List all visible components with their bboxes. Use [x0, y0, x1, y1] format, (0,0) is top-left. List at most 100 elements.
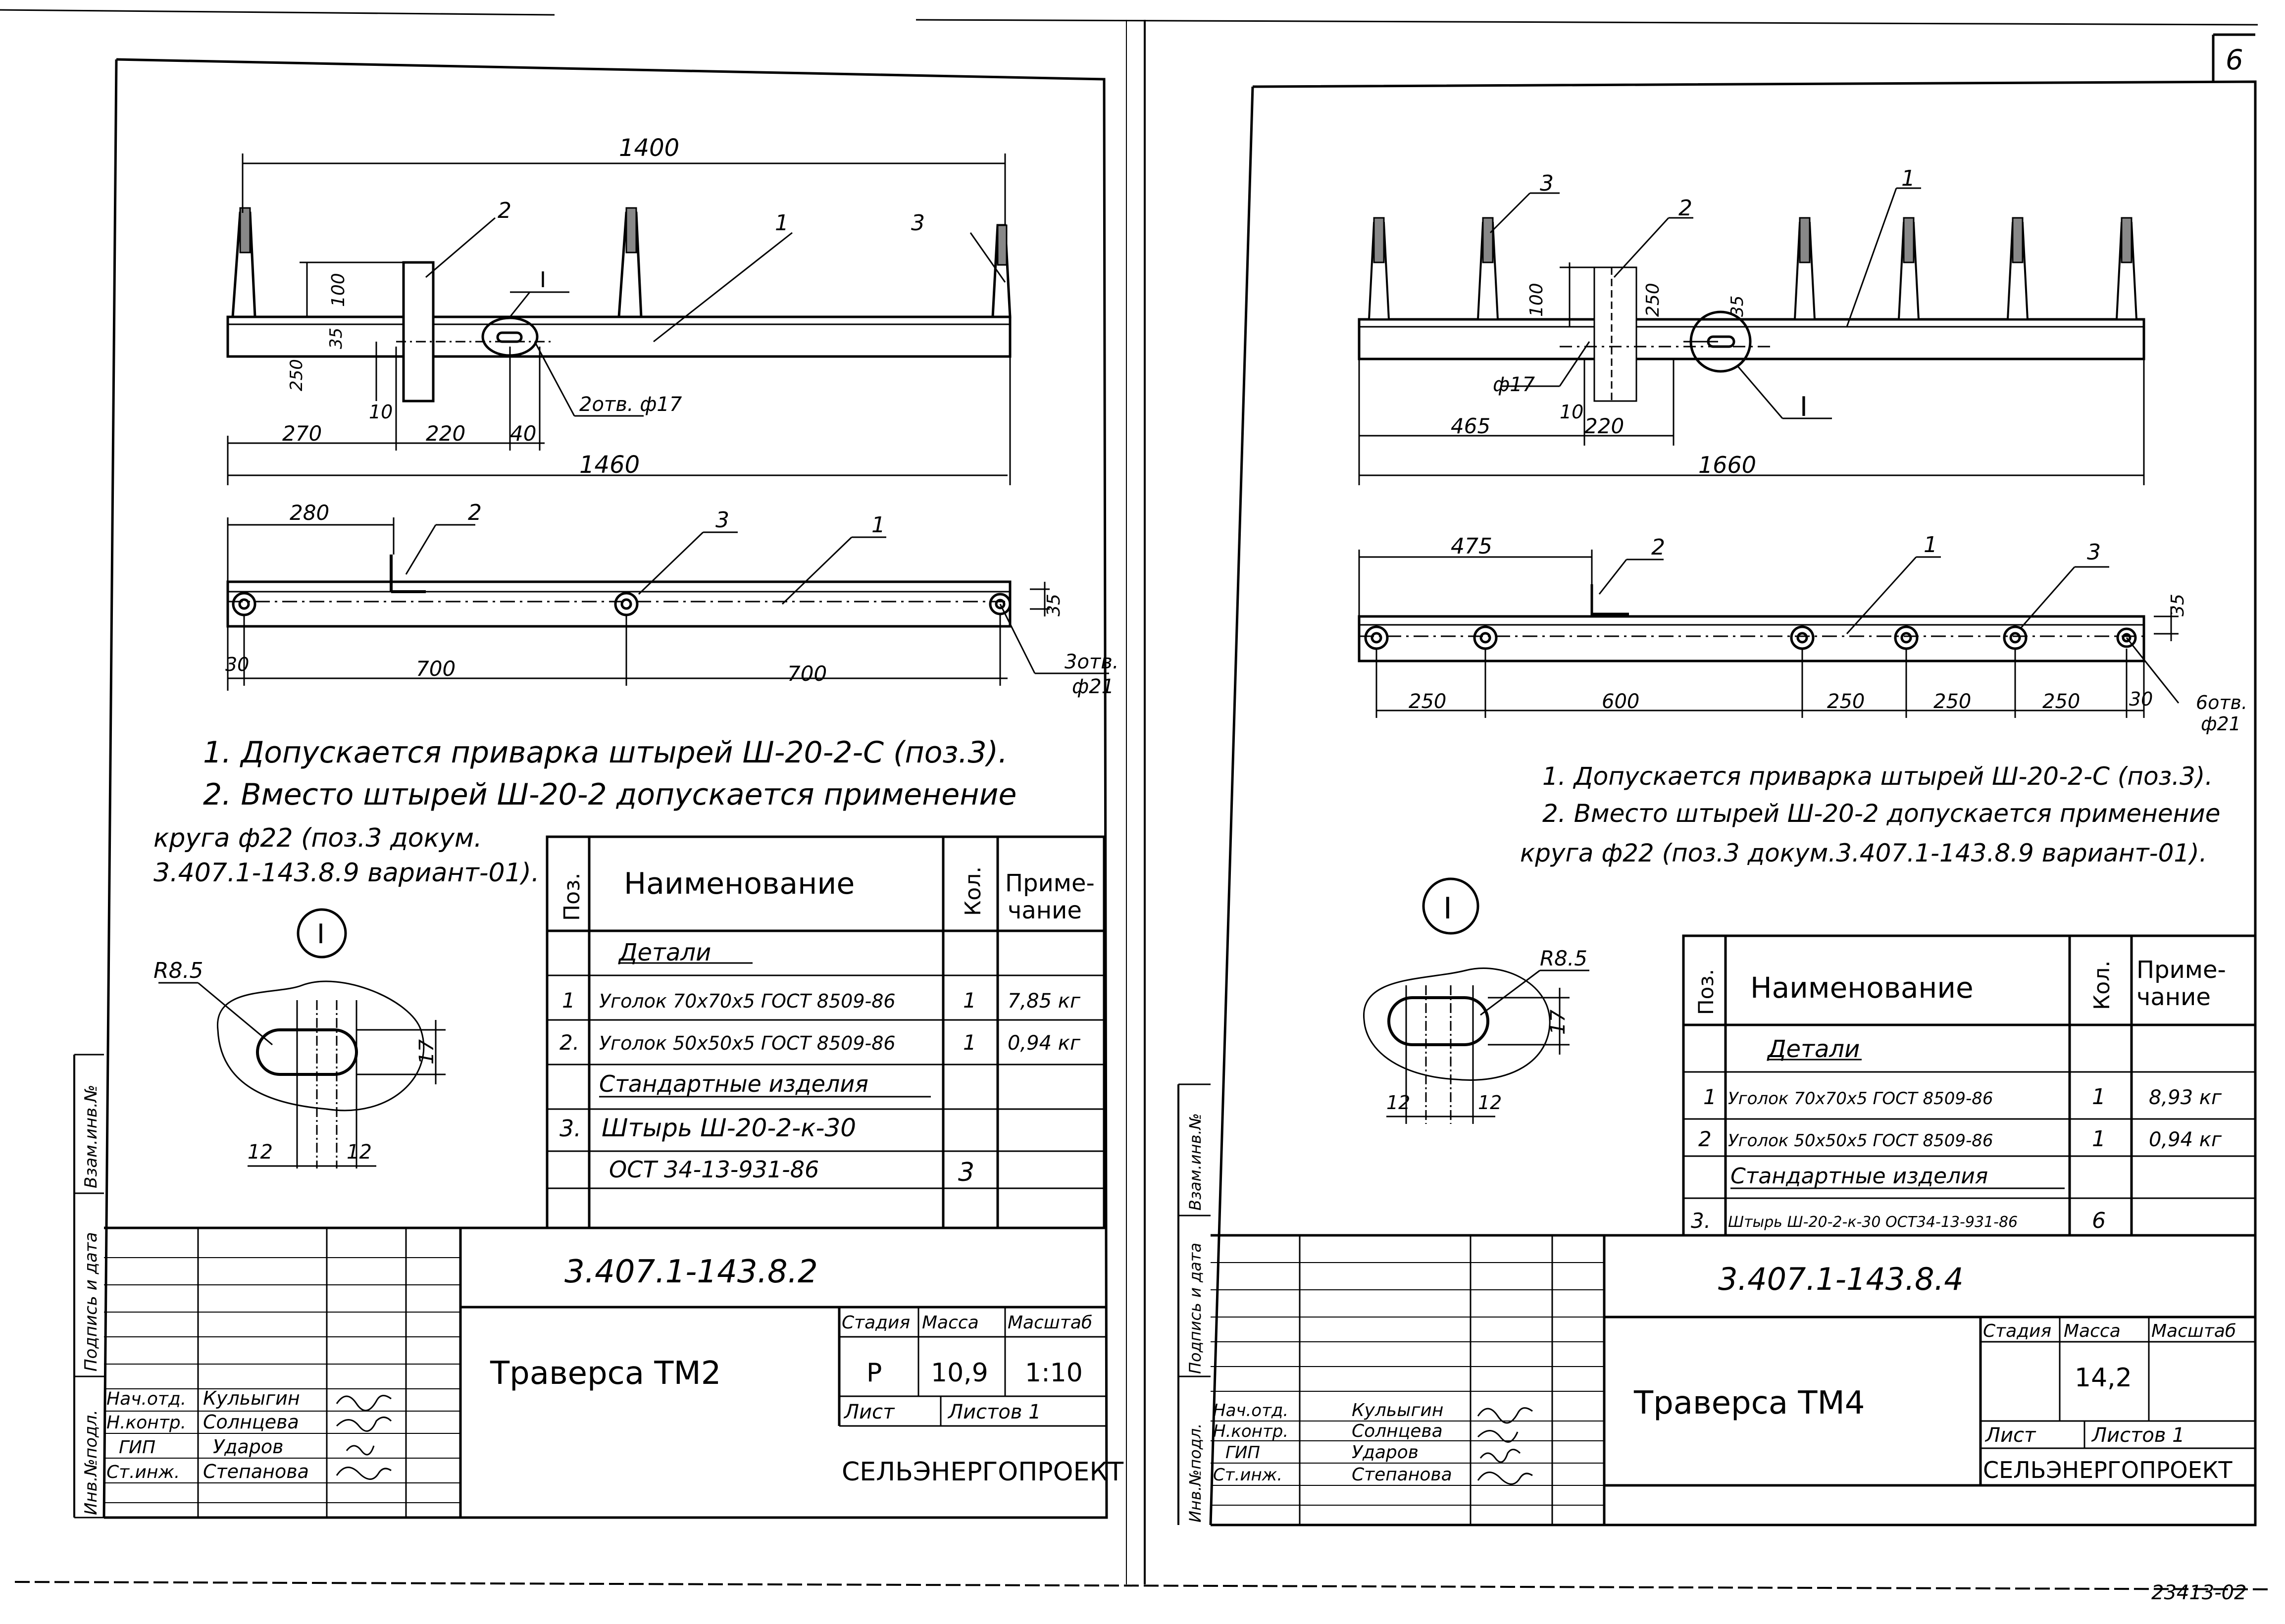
right-spec-r4-qty: 6 — [2092, 1208, 2106, 1233]
left-dim-100: 100 — [328, 273, 349, 307]
left-dim-35-side: 35 — [1044, 594, 1064, 616]
left-dim-700a: 700 — [416, 657, 456, 681]
right-spec-r1-note: 8,93 кг — [2149, 1086, 2222, 1109]
right-dim-250b: 250 — [1827, 690, 1865, 713]
left-dim-270: 270 — [282, 421, 322, 446]
left-side-pos-2: 2 — [468, 500, 482, 525]
left-name-4: Степанова — [203, 1461, 309, 1482]
right-sheets-h: Листов 1 — [2091, 1424, 2185, 1447]
left-side-label-inv: Инв.№подл. — [81, 1410, 101, 1515]
left-dim-35: 35 — [326, 328, 346, 349]
left-spec-r2-pos: 2. — [559, 1030, 579, 1055]
left-spec-h-name: Наименование — [624, 866, 855, 901]
right-dim-465: 465 — [1451, 414, 1490, 438]
left-detail-17: 17 — [415, 1039, 438, 1065]
right-hole-17: ф17 — [1493, 373, 1535, 396]
left-spec-r1-pos: 1 — [562, 988, 575, 1013]
right-pos-1: 1 — [1901, 166, 1915, 191]
left-holes-21a: 3отв. — [1065, 651, 1119, 673]
right-spec-r2-name: Уголок 50х50х5 ГОСТ 8509-86 — [1728, 1131, 1993, 1151]
right-mass: 14,2 — [2075, 1363, 2132, 1393]
left-holes-21b: ф21 — [1072, 675, 1114, 698]
right-note-2: 2. Вместо штырей Ш-20-2 допускается прим… — [1542, 799, 2221, 828]
right-role-3: ГИП — [1225, 1443, 1260, 1463]
right-dim-30: 30 — [2129, 688, 2153, 710]
right-role-2: Н.контр. — [1213, 1421, 1288, 1441]
right-sheet: 6 Инв.№подл. Подпись и дата Взам.инв.№ — [1177, 33, 2257, 1526]
left-top-view — [226, 153, 1012, 485]
left-name-2: Солнцева — [203, 1411, 299, 1433]
left-role-1: Нач.отд. — [106, 1389, 186, 1409]
right-name-2: Солнцева — [1352, 1421, 1443, 1441]
right-role-4: Ст.инж. — [1213, 1465, 1282, 1485]
right-name-1: Кульыгин — [1352, 1400, 1443, 1421]
left-spec-r1-name: Уголок 70х70х5 ГОСТ 8509-86 — [599, 990, 896, 1012]
left-spec-r1-note: 7,85 кг — [1008, 990, 1081, 1013]
left-spec-r5-qty: 3 — [958, 1158, 974, 1187]
left-dim-1460: 1460 — [579, 451, 640, 479]
left-signatures — [336, 1395, 392, 1480]
left-spec-r0-name: Детали — [618, 939, 711, 966]
left-note-1: 1. Допускается приварка штырей Ш-20-2-С … — [203, 735, 1008, 770]
right-spec-r4-name: Штырь Ш-20-2-к-30 ОСТ34-13-931-86 — [1728, 1214, 2018, 1231]
right-side-pos-2: 2 — [1651, 535, 1665, 560]
left-org: СЕЛЬЭНЕРГОПРОЕКТ — [842, 1457, 1123, 1487]
left-spec-r2-qty: 1 — [963, 1030, 976, 1055]
left-scale-h: Масштаб — [1008, 1313, 1092, 1333]
right-dim-250a: 250 — [1409, 690, 1446, 713]
left-spec-table — [546, 835, 1106, 1229]
left-note-4: 3.407.1-143.8.9 вариант-01). — [153, 858, 539, 888]
right-detail-12b: 12 — [1478, 1092, 1502, 1114]
left-dim-10: 10 — [369, 401, 393, 423]
right-dim-600: 600 — [1602, 690, 1639, 713]
left-dim-30: 30 — [225, 654, 249, 675]
sheet-edges — [0, 9, 2268, 1590]
right-spec-r0-name: Детали — [1767, 1035, 1860, 1063]
left-stage-h: Стадия — [842, 1313, 910, 1333]
right-pos-3: 3 — [1540, 171, 1554, 196]
left-pos-1: 1 — [775, 210, 789, 236]
left-side-view — [226, 517, 1109, 691]
right-spec-r1-pos: 1 — [1703, 1085, 1717, 1109]
right-signatures — [1477, 1407, 1533, 1485]
left-dim-220: 220 — [426, 421, 465, 446]
left-sheet: Инв.№подл. Подпись и дата Взам.инв.№ — [73, 58, 1123, 1519]
left-dim-250: 250 — [287, 359, 306, 391]
left-side-label-sign: Подпись и дата — [81, 1232, 101, 1371]
left-title: Траверса ТМ2 — [490, 1355, 721, 1392]
left-spec-h-qty: Кол. — [961, 866, 986, 916]
left-spec-r1-qty: 1 — [963, 988, 976, 1013]
right-detail-12a: 12 — [1386, 1092, 1410, 1114]
right-dim-35-side: 35 — [2168, 594, 2188, 616]
left-pos-2: 2 — [498, 198, 511, 223]
right-spec-table — [1682, 934, 2257, 1237]
right-title: Траверса ТМ4 — [1633, 1385, 1865, 1421]
right-spec-h-note2: чание — [2136, 983, 2211, 1011]
left-sheets-h: Листов 1 — [947, 1401, 1041, 1423]
left-detail-mark-top: I — [540, 267, 546, 293]
left-detail-12a: 12 — [248, 1141, 273, 1164]
right-org: СЕЛЬЭНЕРГОПРОЕКТ — [1983, 1457, 2233, 1483]
left-side-pos-3: 3 — [715, 508, 729, 533]
left-doc-code: 3.407.1-143.8.2 — [564, 1254, 818, 1290]
right-dim-250: 250 — [1643, 283, 1663, 317]
right-note-3: круга ф22 (поз.3 докум.3.407.1-143.8.9 в… — [1520, 839, 2207, 867]
right-spec-r4-pos: 3. — [1691, 1209, 1711, 1233]
right-stage-h: Стадия — [1983, 1321, 2051, 1341]
left-role-2: Н.контр. — [106, 1413, 186, 1433]
right-dim-35: 35 — [1727, 296, 1747, 317]
left-side-pos-1: 1 — [871, 512, 885, 538]
left-dim-40: 40 — [510, 421, 536, 446]
left-holes-17: 2отв. ф17 — [579, 393, 682, 416]
right-detail-I — [1363, 877, 1589, 1124]
right-scale-h: Масштаб — [2151, 1321, 2236, 1341]
left-scale: 1:10 — [1025, 1358, 1083, 1388]
right-sheet-h: Лист — [1984, 1424, 2036, 1447]
right-title-block — [1211, 1234, 2255, 1525]
right-side-label-sign: Подпись и дата — [1186, 1243, 1205, 1374]
right-side-label-inv: Инв.№подл. — [1186, 1423, 1205, 1522]
right-dim-1660: 1660 — [1698, 452, 1756, 478]
left-name-3: Ударов — [213, 1436, 283, 1458]
right-spec-r1-name: Уголок 70х70х5 ГОСТ 8509-86 — [1728, 1089, 1993, 1109]
right-name-4: Степанова — [1352, 1465, 1452, 1485]
